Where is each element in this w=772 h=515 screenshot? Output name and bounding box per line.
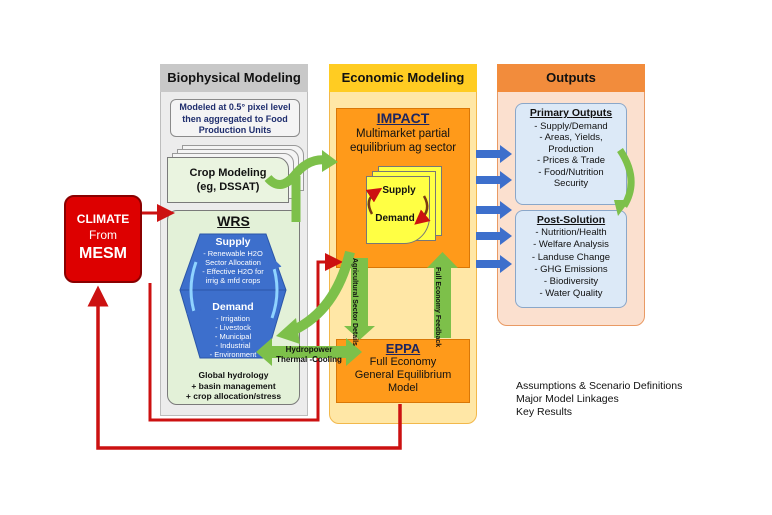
impact-demand-label: Demand <box>375 213 415 224</box>
ag-sector-label: Agricultural Sector Details <box>351 258 358 346</box>
wrs-demand-item: - Municipal <box>214 332 252 341</box>
post-solution-item: - Water Quality <box>539 288 603 300</box>
eppa-subtitle-line-1: Full Economy <box>369 356 437 368</box>
wrs-demand-item: - Irrigation <box>216 314 250 323</box>
feedback-label: Full Economy Feedback <box>434 267 441 348</box>
wrs-demand-item: - Livestock <box>215 323 251 332</box>
resolution-note-text: Modeled at 0.5° pixel level then aggrega… <box>179 102 291 135</box>
wrs-footer: Global hydrology + basin management + cr… <box>167 370 300 402</box>
climate-line-3: MESM <box>79 245 127 262</box>
impact-to-wrs-green-arrow <box>291 250 355 335</box>
primary-outputs-title: Primary Outputs <box>529 107 613 119</box>
outputs-column-header: Outputs <box>497 64 645 92</box>
primary-output-item: - Areas, Yields, <box>539 132 603 143</box>
climate-line-2: From <box>89 228 117 242</box>
impact-title: IMPACT <box>376 110 430 126</box>
hexagon-left-cycle-arrow <box>186 261 201 326</box>
ag-sector-arrow-shaft <box>351 258 368 328</box>
crop-modeling-subtitle: (eg, DSSAT) <box>196 181 260 193</box>
legend-item-linkages: Major Model Linkages <box>516 393 619 405</box>
crop-modeling-title: Crop Modeling <box>189 167 267 179</box>
post-solution-item: - Nutrition/Health <box>535 227 607 239</box>
sd-left-swirl <box>365 187 383 215</box>
output-arrow <box>476 227 512 245</box>
wrs-supply-item: Sector Allocation <box>205 258 261 267</box>
eppa-subtitle-line-3: Model <box>388 382 418 394</box>
hydropower-label-line-1: Hydropower <box>285 345 333 354</box>
primary-output-item: - Food/Nutrition <box>538 166 604 178</box>
wrs-supply-item: - Effective H2O for <box>202 267 264 276</box>
post-solution-item: - Landuse Change <box>531 251 611 263</box>
wrs-demand-title: Demand <box>212 301 254 313</box>
wrs-to-impact-red-arrow <box>148 253 343 422</box>
wrs-footer-line-2: + basin management <box>191 380 276 391</box>
wrs-supply-item: irrig & mfd crops <box>205 276 261 285</box>
impact-supply-label: Supply <box>382 185 416 196</box>
wrs-supply: Supply - Renewable H2O Sector Allocation… <box>190 236 276 285</box>
primary-output-item: Production <box>548 143 594 155</box>
eppa-title: EPPA <box>385 341 421 356</box>
post-solution-item: - GHG Emissions <box>534 263 608 275</box>
economic-column-header: Economic Modeling <box>329 64 477 92</box>
wrs-title: WRS <box>217 213 250 229</box>
primary-output-item: - Supply/Demand <box>534 120 608 132</box>
wrs-demand: Demand - Irrigation - Livestock - Munici… <box>190 301 276 359</box>
hexagon-right-cycle-arrow <box>267 254 282 319</box>
output-arrow <box>476 171 512 189</box>
crop-to-impact-arrowhead <box>322 150 338 172</box>
wrs-demand-item: - Environment <box>209 350 257 359</box>
legend-item-assumptions: Assumptions & Scenario Definitions <box>516 380 683 392</box>
climate-line-1: CLIMATE <box>76 212 130 226</box>
eppa-subtitle: Full Economy General Equilibrium Model <box>336 356 470 395</box>
ag-sector-arrowhead <box>344 326 375 340</box>
eppa-to-climate-arrow <box>87 285 402 450</box>
impact-subtitle: Multimarket partial equilibrium ag secto… <box>336 127 470 155</box>
impact-to-outputs-arrows <box>476 145 512 273</box>
hydropower-label: Hydropower Thermal -Cooling <box>270 345 348 365</box>
wrs-footer-line-1: Global hydrology <box>198 370 269 380</box>
wrs-footer-line-3: + crop allocation/stress <box>185 391 282 401</box>
primary-outputs-box: Primary Outputs - Supply/Demand - Areas,… <box>515 103 627 205</box>
primary-output-item: - Prices & Trade <box>536 155 606 166</box>
output-arrow <box>476 145 512 163</box>
primary-to-post-green-arrow <box>617 148 635 208</box>
wrs-demand-item: - Industrial <box>215 341 251 350</box>
hydropower-label-line-2: Thermal -Cooling <box>276 355 342 364</box>
impact-to-wrs-arrowhead <box>276 318 300 344</box>
climate-box: CLIMATE From MESM <box>64 195 142 283</box>
hydropower-double-arrow <box>256 338 362 366</box>
impact-subtitle-line-2: equilibrium ag sector <box>349 142 457 154</box>
output-arrow <box>476 201 512 219</box>
post-solution-title: Post-Solution <box>536 214 606 226</box>
legend: Assumptions & Scenario Definitions Major… <box>516 380 746 419</box>
feedback-arrowhead <box>427 252 458 268</box>
ag-sector-label-wrap: Agricultural Sector Details <box>351 258 366 346</box>
post-solution-box: Post-Solution - Nutrition/Health - Welfa… <box>515 210 627 308</box>
wrs-supply-title: Supply <box>215 236 251 248</box>
legend-item-results: Key Results <box>516 406 573 418</box>
feedback-arrow-shaft <box>434 266 451 338</box>
biophysical-column-header: Biophysical Modeling <box>160 64 308 92</box>
impact-subtitle-line-1: Multimarket partial <box>356 128 450 140</box>
output-arrow <box>476 255 512 273</box>
resolution-note: Modeled at 0.5° pixel level then aggrega… <box>170 99 300 137</box>
feedback-label-wrap: Full Economy Feedback <box>434 267 449 347</box>
primary-to-post-arrowhead <box>614 200 630 216</box>
post-solution-item: - Biodiversity <box>543 276 599 288</box>
wrs-supply-item: - Renewable H2O <box>203 249 263 258</box>
post-solution-item: - Welfare Analysis <box>533 239 609 251</box>
sd-right-swirl <box>414 195 431 225</box>
eppa-subtitle-line-2: General Equilibrium <box>354 369 452 381</box>
primary-output-item: Security <box>553 178 589 189</box>
